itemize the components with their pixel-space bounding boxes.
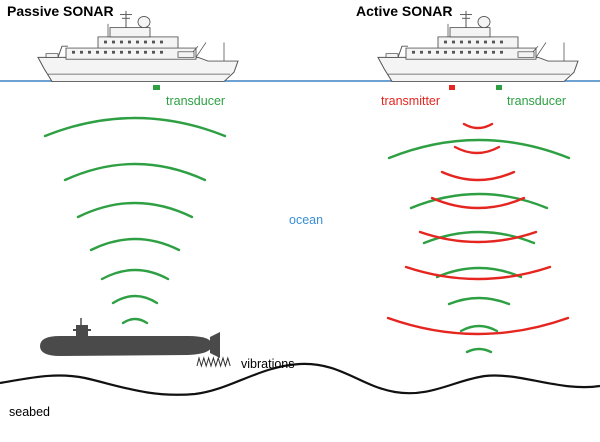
- passive-sound-wave-arc: [111, 294, 159, 305]
- active-echo-arc: [447, 296, 511, 306]
- passive-ship: [37, 10, 239, 83]
- active-transmitter-label: transmitter: [381, 94, 441, 108]
- active-pulse-arc: [453, 145, 501, 155]
- submarine-hull: [40, 336, 212, 356]
- seabed-label: seabed: [9, 405, 51, 419]
- active-pulse-arc: [462, 122, 494, 130]
- submarine-sail-planes: [73, 329, 91, 331]
- seabed-line: [0, 362, 600, 396]
- ocean-label: ocean: [289, 213, 324, 227]
- active-pulse-arc: [418, 230, 538, 244]
- active-pulse-arc: [430, 196, 526, 210]
- active-echo-arc: [409, 192, 549, 210]
- active-pulse-arc: [404, 265, 552, 281]
- active-sonar-title: Active SONAR: [356, 3, 453, 19]
- vibrations-squiggle: [196, 356, 231, 368]
- submarine-tail: [210, 332, 220, 358]
- passive-transducer-marker: [153, 85, 160, 90]
- passive-sound-wave-arc: [121, 317, 149, 325]
- active-transmitter-marker: [449, 85, 455, 90]
- active-echo-arc: [422, 230, 536, 245]
- passive-sound-wave-arc: [63, 162, 207, 182]
- active-echo-arc: [387, 138, 571, 160]
- passive-sound-wave-arc: [89, 237, 181, 252]
- passive-sound-wave-arc: [43, 116, 227, 138]
- passive-sound-wave-arc: [76, 201, 194, 219]
- passive-sound-wave-arc: [100, 268, 170, 281]
- active-transducer-label: transducer: [507, 94, 567, 108]
- active-echo-arc: [435, 266, 523, 279]
- passive-sonar-title: Passive SONAR: [7, 3, 114, 19]
- active-pulse-arc: [386, 316, 570, 336]
- passive-transducer-label: transducer: [166, 94, 226, 108]
- active-pulse-arc: [440, 170, 516, 182]
- active-echo-arc: [459, 324, 499, 333]
- active-ship: [377, 10, 579, 83]
- active-transducer-marker: [496, 85, 502, 90]
- active-echo-arc: [465, 347, 493, 354]
- vibrations-label: vibrations: [241, 357, 295, 371]
